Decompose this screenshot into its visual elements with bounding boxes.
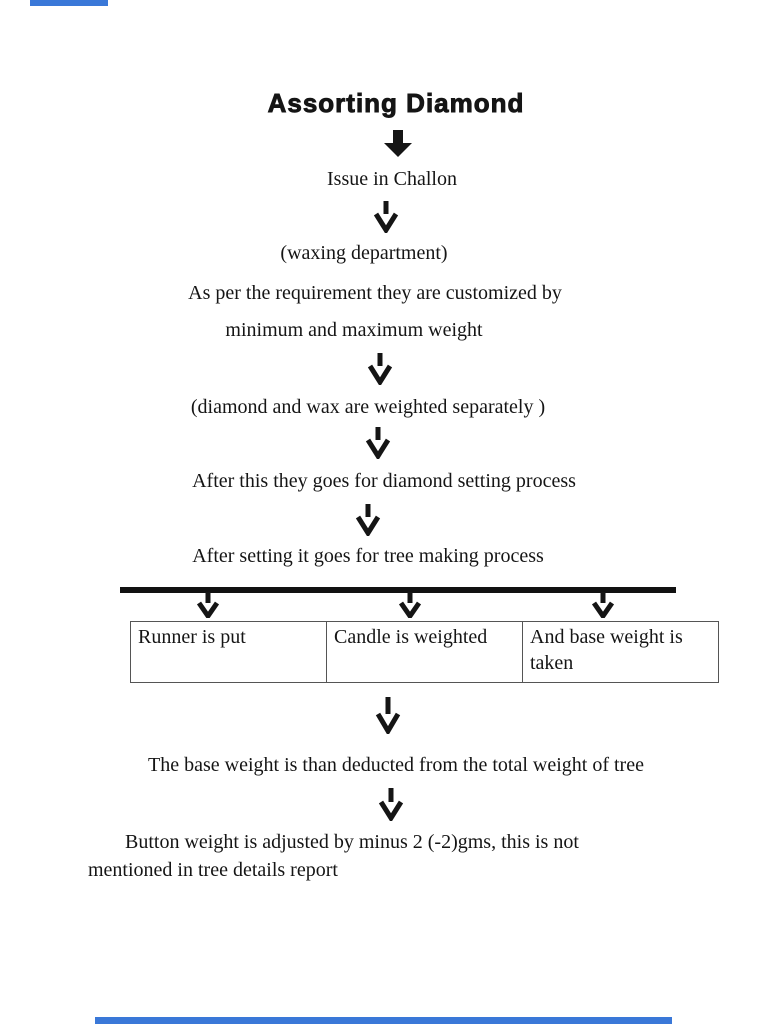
flow-node-requirement-line2: minimum and maximum weight [225, 319, 483, 341]
down-arrow-icon [374, 696, 402, 734]
down-arrow-icon [365, 426, 391, 459]
branch-down-arrow-icon [196, 592, 220, 618]
branch-down-arrow-icon [591, 592, 615, 618]
table-cell-candle: Candle is weighted [326, 621, 523, 683]
down-arrow-solid-icon [383, 130, 413, 157]
branch-split-line [120, 587, 676, 593]
table-cell-base-weight: And base weight is taken [522, 621, 719, 683]
flow-node-button-adjustment-line1: Button weight is adjusted by minus 2 (-2… [125, 831, 579, 853]
flow-node-waxing: (waxing department) [280, 242, 448, 264]
down-arrow-icon [373, 200, 399, 233]
page-title: Assorting Diamond [267, 88, 525, 119]
edge-highlight-top [30, 0, 108, 6]
flow-node-tree-making: After setting it goes for tree making pr… [192, 545, 544, 567]
branch-table: Runner is put Candle is weighted And bas… [130, 621, 719, 683]
flow-node-base-weight-deduction: The base weight is than deducted from th… [148, 754, 644, 776]
down-arrow-icon [355, 503, 381, 536]
flow-node-separate-weighing: (diamond and wax are weighted separately… [190, 396, 546, 418]
table-row: Runner is put Candle is weighted And bas… [130, 621, 719, 683]
branch-down-arrow-icon [398, 592, 422, 618]
table-cell-runner: Runner is put [130, 621, 327, 683]
edge-highlight-bottom [95, 1017, 672, 1024]
flow-node-requirement-line1: As per the requirement they are customiz… [188, 282, 562, 304]
down-arrow-icon [367, 352, 393, 385]
flow-node-button-adjustment-line2: mentioned in tree details report [88, 859, 338, 881]
down-arrow-icon [378, 787, 404, 821]
flow-node-issue: Issue in Challon [327, 168, 457, 190]
flow-node-diamond-setting: After this they goes for diamond setting… [192, 470, 576, 492]
